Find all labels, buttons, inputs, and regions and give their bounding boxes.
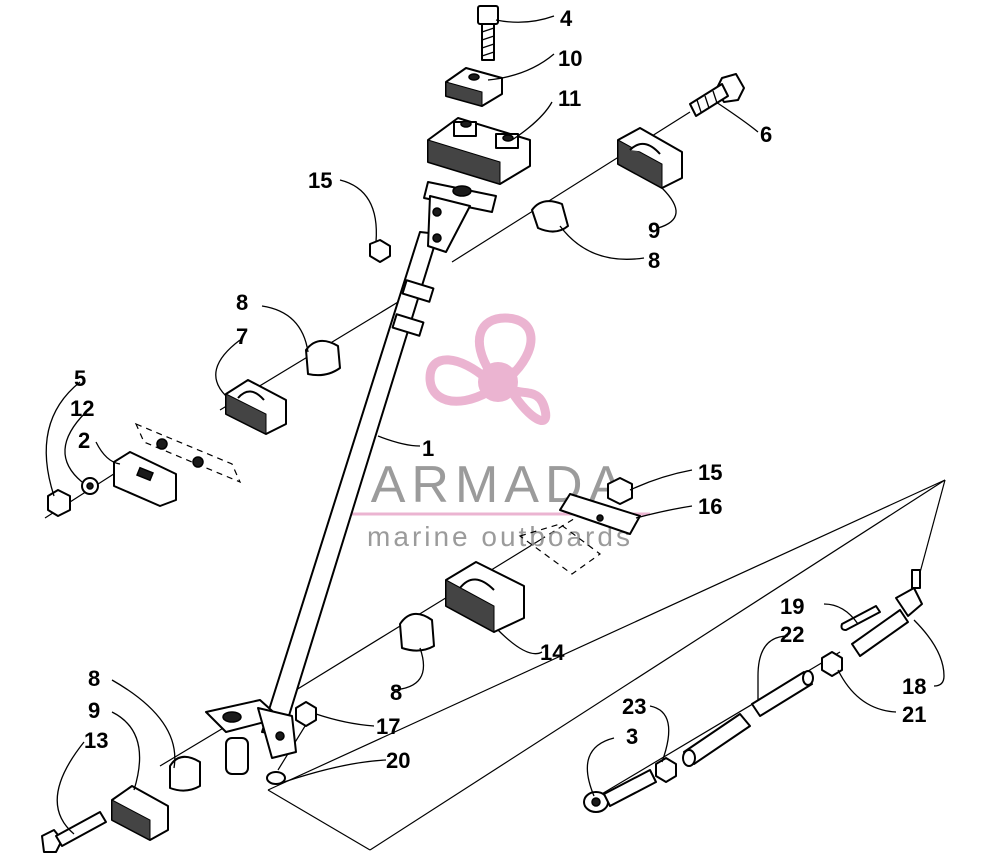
axis-top-right xyxy=(917,479,946,581)
callout-16: 16 xyxy=(698,494,722,519)
callout-18: 18 xyxy=(902,674,926,699)
callout-19: 19 xyxy=(780,594,804,619)
clamp-7 xyxy=(225,379,287,435)
arm-2 xyxy=(113,422,242,507)
bushing-8-upper xyxy=(531,200,569,233)
axis-long-bottom xyxy=(267,789,371,851)
watermark-tagline: marine outboards xyxy=(367,521,633,552)
clamp-9-lower xyxy=(111,785,169,841)
cotter-pin-19 xyxy=(840,605,881,631)
callout-13: 13 xyxy=(84,728,108,753)
callout-15-mid: 15 xyxy=(698,460,722,485)
callout-23: 23 xyxy=(622,694,646,719)
watermark-logo: ARMADA marine outboards xyxy=(350,313,650,552)
nut-5 xyxy=(47,489,71,517)
callout-15-top: 15 xyxy=(308,168,332,193)
callout-8-lower: 8 xyxy=(390,680,402,705)
callout-14: 14 xyxy=(540,640,565,665)
steering-post xyxy=(205,181,497,775)
callout-8-upper: 8 xyxy=(648,248,660,273)
clamp-10 xyxy=(445,67,503,107)
callout-22: 22 xyxy=(780,622,804,647)
callout-21: 21 xyxy=(902,702,926,727)
washer-20 xyxy=(266,771,286,785)
nut-15-top xyxy=(369,239,391,263)
bushing-8-mid xyxy=(305,339,341,377)
nut-21 xyxy=(821,651,843,677)
callout-6: 6 xyxy=(760,122,772,147)
arm-dashed-mid xyxy=(518,523,602,575)
bolt-6 xyxy=(689,73,745,117)
callout-7: 7 xyxy=(236,324,248,349)
tie-rod-assembly xyxy=(583,569,923,813)
plate-16-hole xyxy=(596,514,604,522)
callout-9-lower: 9 xyxy=(88,698,100,723)
propeller-icon xyxy=(425,313,551,425)
bolt-13 xyxy=(41,811,107,853)
callouts: 4 10 11 6 15 9 8 8 7 5 12 2 1 15 16 19 2… xyxy=(70,6,926,773)
callout-2: 2 xyxy=(78,428,90,453)
nut-15-mid xyxy=(607,477,633,505)
axis-long-return xyxy=(369,479,946,851)
axis-dash-mid xyxy=(539,514,581,541)
nut-17 xyxy=(295,701,317,727)
nut-23 xyxy=(655,757,677,783)
axis-long-diagonal xyxy=(267,479,946,791)
plate-16 xyxy=(559,493,641,535)
tube-22-upper xyxy=(751,670,814,717)
tube-22-lower xyxy=(682,713,751,767)
callout-20: 20 xyxy=(386,748,410,773)
leader-lines xyxy=(45,15,945,835)
bushing-8-lower xyxy=(399,613,435,652)
callout-1: 1 xyxy=(422,436,434,461)
callout-11: 11 xyxy=(558,86,581,111)
callout-9-upper: 9 xyxy=(648,218,660,243)
clamp-9-upper xyxy=(617,127,683,189)
washer-12-hole xyxy=(86,482,94,490)
clamp-14 xyxy=(445,561,525,633)
clamp-11 xyxy=(427,117,531,185)
callout-10: 10 xyxy=(558,46,582,71)
rod-end-3 xyxy=(583,769,657,813)
callout-8-mid: 8 xyxy=(236,290,248,315)
callout-17: 17 xyxy=(376,714,400,739)
callout-5: 5 xyxy=(74,366,86,391)
callout-4: 4 xyxy=(560,6,573,31)
callout-3: 3 xyxy=(626,724,638,749)
bolt-4 xyxy=(477,5,499,61)
rod-end-18 xyxy=(851,569,923,657)
bushing-8-bottom xyxy=(169,755,201,792)
callout-12: 12 xyxy=(70,396,94,421)
callout-8-bottom: 8 xyxy=(88,666,100,691)
